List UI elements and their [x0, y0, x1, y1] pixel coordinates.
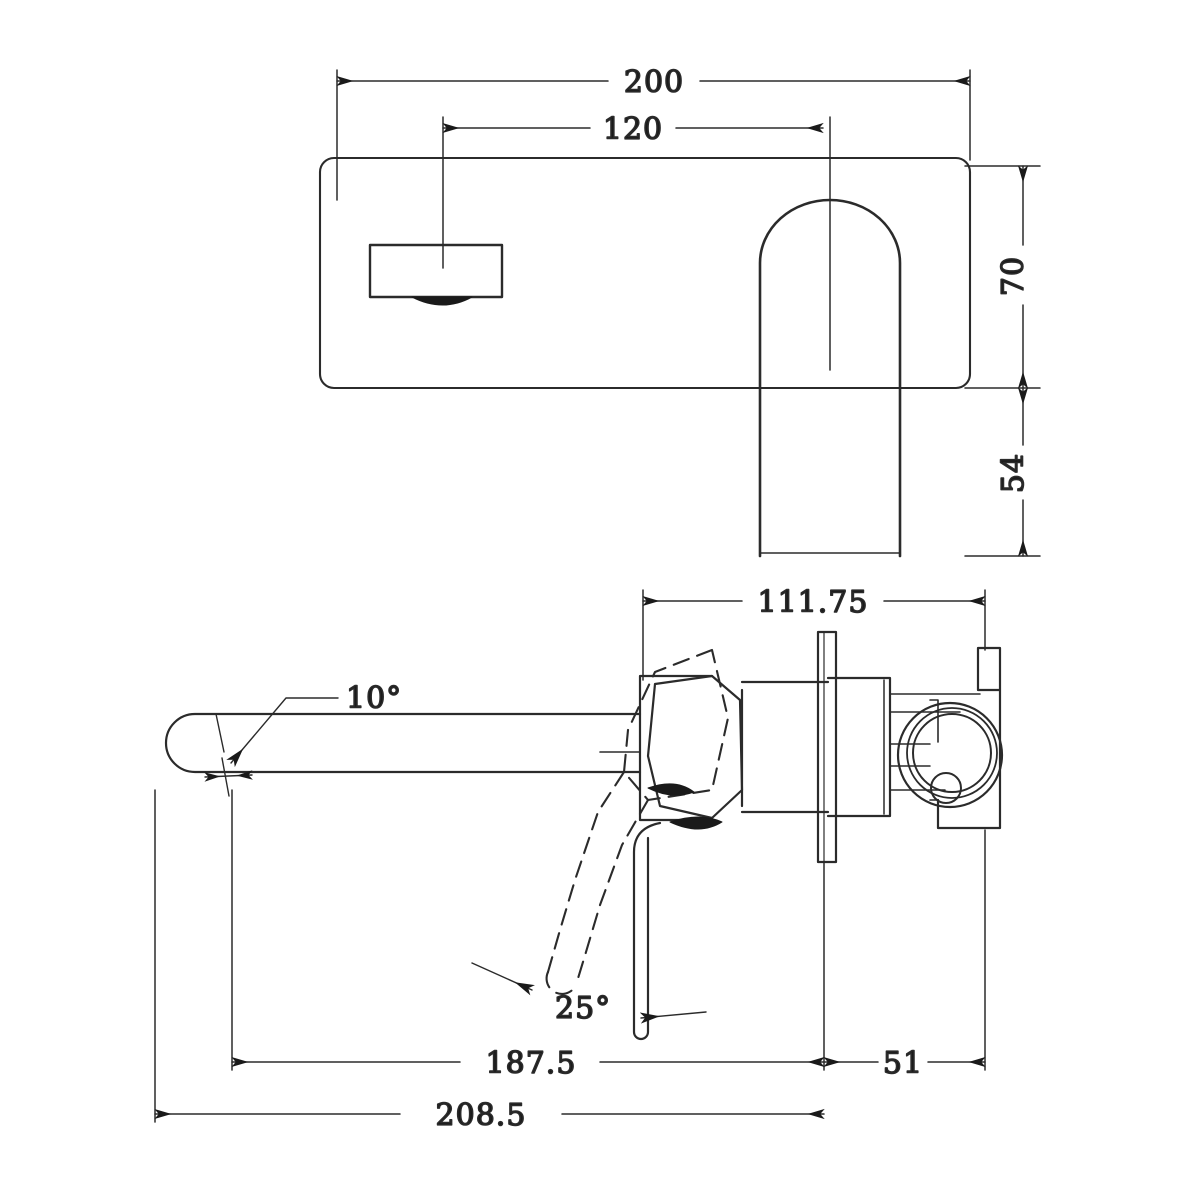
- front-view-group: [318, 156, 972, 558]
- side-lever-notch-lower: [669, 816, 723, 830]
- side-lever-notch-upper: [647, 783, 695, 796]
- side-lever-raised-dashed: [545, 648, 730, 995]
- front-backplate: [318, 156, 972, 390]
- side-valve-body-2: [826, 676, 892, 818]
- side-lever-arm-down: [632, 821, 662, 1041]
- angle-25-arrow-left: [471, 962, 535, 996]
- dim-label-120: 120: [603, 112, 663, 147]
- dim-label-2085: 208.5: [436, 1098, 527, 1133]
- angle-10-leader-line: [226, 697, 339, 768]
- dim-label-1875: 187.5: [486, 1046, 577, 1081]
- angle-25-arrow-right: [639, 1011, 707, 1024]
- side-flange-plate: [816, 630, 838, 864]
- side-valve-ribs: [889, 693, 981, 791]
- side-view-group: [164, 630, 1004, 1041]
- angle-label-25: 25°: [555, 991, 611, 1026]
- dim-label-51: 51: [883, 1046, 923, 1081]
- angle-10-witness-upper: [215, 713, 225, 753]
- side-spout-base-block: [638, 674, 714, 822]
- side-cartridge-mid-circle: [906, 707, 998, 799]
- side-dimension-group: 111.75 187.5 51 208.5 10° 25°: [154, 584, 986, 1134]
- front-dimension-group: 200 120 70 54: [336, 64, 1041, 557]
- front-handle-shadow: [411, 296, 473, 306]
- angle-10-witness-lower: [221, 757, 230, 797]
- dim-label-200: 200: [624, 65, 684, 100]
- side-valve-body-1: [740, 680, 830, 814]
- front-handle-block: [368, 243, 504, 299]
- side-cartridge-inner-circle: [912, 713, 992, 793]
- angle-10-tick-arrows: [204, 770, 253, 782]
- dim-label-70: 70: [996, 256, 1031, 296]
- side-lever-body: [646, 674, 744, 820]
- side-cartridge-outer-circle: [896, 701, 1004, 809]
- side-cartridge-pin-circle: [930, 772, 962, 804]
- side-mount-body: [936, 646, 1002, 830]
- dim-label-54: 54: [996, 453, 1031, 493]
- dim-label-11175: 111.75: [758, 585, 869, 620]
- side-spout-tube: [164, 712, 642, 774]
- angle-label-10: 10°: [346, 681, 402, 716]
